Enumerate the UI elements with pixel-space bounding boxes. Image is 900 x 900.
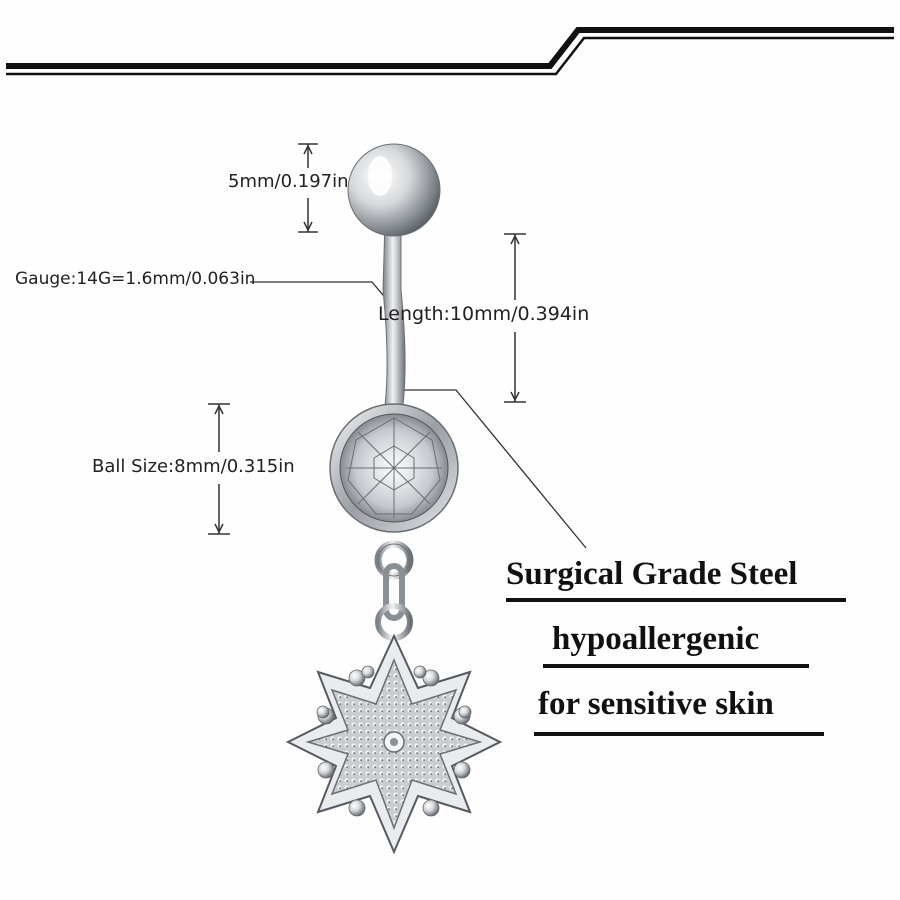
dimension-length — [504, 233, 526, 403]
top-ball — [347, 143, 441, 237]
hypoallergenic-underline — [543, 664, 809, 668]
belly-ring — [285, 143, 503, 855]
sensitive-skin-underline — [534, 732, 824, 736]
gauge-label: Gauge:14G=1.6mm/0.063in — [15, 269, 256, 289]
material-underline — [506, 598, 846, 602]
material-text: Surgical Grade Steel — [506, 556, 798, 592]
dimension-top-ball — [298, 143, 318, 233]
sensitive-skin-text: for sensitive skin — [538, 686, 774, 722]
dimension-ball-size — [208, 403, 230, 535]
star-pendant — [285, 633, 503, 855]
banner-lines — [6, 27, 894, 76]
length-label: Length:10mm/0.394in — [378, 303, 590, 325]
top-ball-size-label: 5mm/0.197in — [228, 171, 349, 192]
ball-size-label: Ball Size:8mm/0.315in — [92, 456, 295, 477]
hypoallergenic-text: hypoallergenic — [552, 621, 760, 657]
